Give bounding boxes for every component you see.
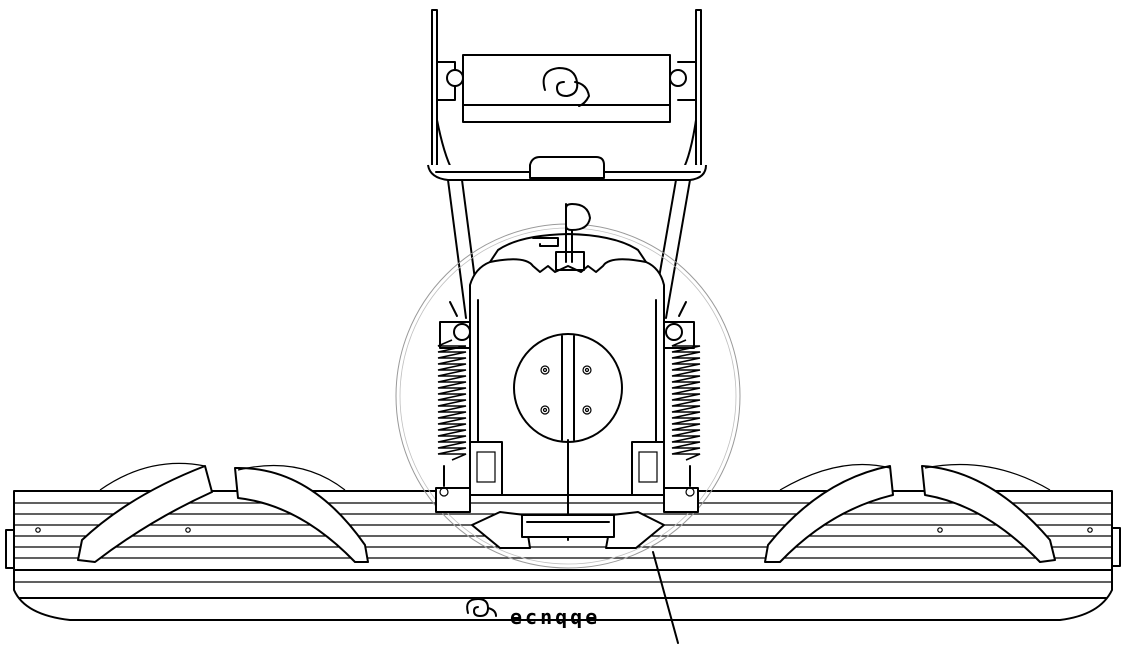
hitch-plate [462,54,671,123]
runner-shoes [77,462,1056,563]
leader-line [652,551,679,644]
brand-mark: ecnqqe [466,598,600,629]
left-spring [437,339,467,461]
lever-knob [565,203,591,231]
right-spring [671,339,701,461]
notched-arc [489,258,647,273]
upper-frame [427,9,707,181]
right-pin [669,69,687,87]
blade-body [13,490,1113,621]
springs [437,301,701,497]
blade: ecnqqe [5,462,1121,629]
rotator-disc [513,333,623,443]
brand-text: ecnqqe [510,605,600,629]
ram-head-logo-top [542,67,590,107]
ram-head-logo [466,598,497,617]
center-skid [471,511,665,549]
left-pin [446,69,464,87]
center-mount [435,203,699,541]
blade-ribs [13,502,1113,599]
center-bracket [529,156,605,179]
